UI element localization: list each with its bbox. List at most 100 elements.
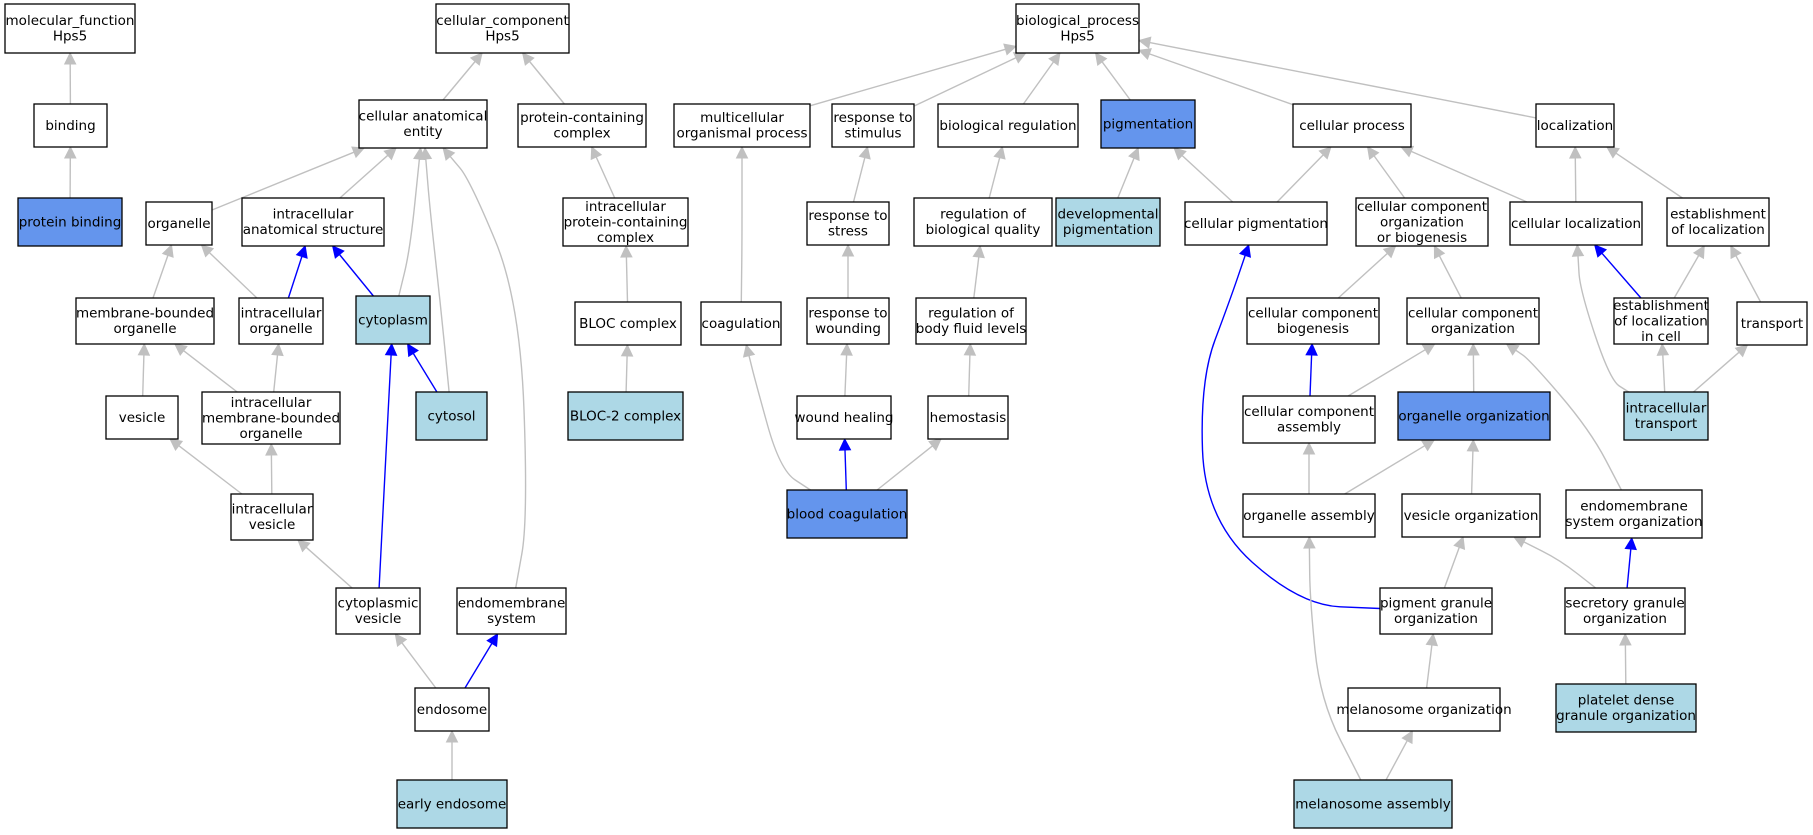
node-transport[interactable]: transport bbox=[1736, 301, 1808, 346]
edge-imbo-to-iorg bbox=[271, 342, 284, 393]
node-pigm[interactable]: pigmentation bbox=[1100, 99, 1196, 149]
node-organelle[interactable]: organelle bbox=[145, 201, 213, 246]
node-hemo[interactable]: hemostasis bbox=[927, 395, 1009, 440]
edge-line bbox=[338, 254, 374, 297]
node-label-line: wound healing bbox=[794, 410, 893, 426]
node-box bbox=[335, 587, 421, 635]
node-endosome[interactable]: endosome bbox=[414, 687, 490, 732]
node-wheal[interactable]: wound healing bbox=[794, 395, 894, 440]
node-bcoag[interactable]: blood coagulation bbox=[786, 489, 908, 539]
node-orgasm[interactable]: organelle assembly bbox=[1242, 493, 1376, 538]
edge-arrowhead bbox=[993, 145, 1006, 160]
node-vorg[interactable]: vesicle organization bbox=[1401, 493, 1541, 538]
edge-arrowhead bbox=[1012, 52, 1027, 64]
node-box bbox=[358, 99, 488, 149]
edge-pcc-to-cc bbox=[521, 52, 565, 105]
node-melorg[interactable]: melanosome organization bbox=[1336, 687, 1512, 732]
edge-arrowhead bbox=[1305, 342, 1318, 356]
node-bloc[interactable]: BLOC complex bbox=[574, 301, 682, 346]
node-cpig[interactable]: cellular pigmentation bbox=[1184, 201, 1328, 246]
node-orgorg[interactable]: organelle organization bbox=[1397, 391, 1551, 441]
node-cytosol[interactable]: cytosol bbox=[415, 391, 488, 441]
edge-itrans-to-elic bbox=[1656, 342, 1670, 393]
edge-cvesicle-to-cytoplasm bbox=[378, 342, 398, 589]
node-label-line: coagulation bbox=[702, 316, 781, 332]
node-label-line: stress bbox=[828, 224, 868, 240]
edge-itrans-to-cloc bbox=[1571, 243, 1630, 393]
node-box bbox=[1623, 391, 1709, 441]
node-box bbox=[17, 197, 123, 247]
edge-line bbox=[1309, 354, 1313, 397]
edge-arrowhead bbox=[1425, 632, 1439, 647]
node-label-line: organelle bbox=[147, 216, 210, 232]
node-coag[interactable]: coagulation bbox=[700, 301, 782, 346]
edge-arrowhead bbox=[840, 342, 853, 356]
node-label-line: stimulus bbox=[844, 126, 901, 142]
node-cproc[interactable]: cellular process bbox=[1292, 103, 1412, 148]
edge-ccasm-to-ccbio bbox=[1305, 342, 1318, 397]
node-box bbox=[1293, 779, 1453, 829]
edge-arrowhead bbox=[1137, 36, 1152, 49]
node-bloc2[interactable]: BLOC-2 complex bbox=[567, 391, 684, 441]
node-box bbox=[700, 301, 782, 346]
node-label-line: biological regulation bbox=[939, 118, 1076, 134]
node-label-line: entity bbox=[403, 124, 442, 140]
edge-line bbox=[378, 354, 392, 589]
node-cloc[interactable]: cellular localization bbox=[1509, 201, 1643, 246]
edge-arrowhead bbox=[1137, 48, 1152, 61]
edge-line bbox=[1735, 255, 1762, 303]
edge-arrowhead bbox=[1003, 43, 1018, 56]
node-melasm[interactable]: melanosome assembly bbox=[1293, 779, 1453, 829]
edge-elic-to-cloc bbox=[1593, 244, 1642, 299]
node-eendo[interactable]: early endosome bbox=[396, 779, 508, 829]
edge-arrowhead bbox=[1730, 245, 1742, 260]
node-loc[interactable]: localization bbox=[1535, 103, 1615, 148]
edge-line bbox=[1438, 255, 1462, 299]
node-label-line: cellular process bbox=[1299, 118, 1405, 134]
node-pbind[interactable]: protein binding bbox=[17, 197, 123, 247]
node-breg[interactable]: biological regulation bbox=[937, 103, 1079, 148]
edge-line bbox=[1662, 354, 1666, 393]
node-label-line: organelle assembly bbox=[1243, 508, 1374, 524]
edge-pbind-to-binding bbox=[63, 145, 77, 199]
node-vesicle[interactable]: vesicle bbox=[105, 395, 179, 440]
edge-arrowhead bbox=[521, 52, 535, 66]
node-box bbox=[1242, 493, 1376, 538]
edge-line bbox=[1022, 61, 1055, 105]
node-binding[interactable]: binding bbox=[33, 103, 108, 148]
edge-ccbio-to-ccob bbox=[1337, 245, 1397, 299]
node-cytoplasm[interactable]: cytoplasm bbox=[355, 295, 431, 345]
edge-line bbox=[305, 546, 353, 589]
